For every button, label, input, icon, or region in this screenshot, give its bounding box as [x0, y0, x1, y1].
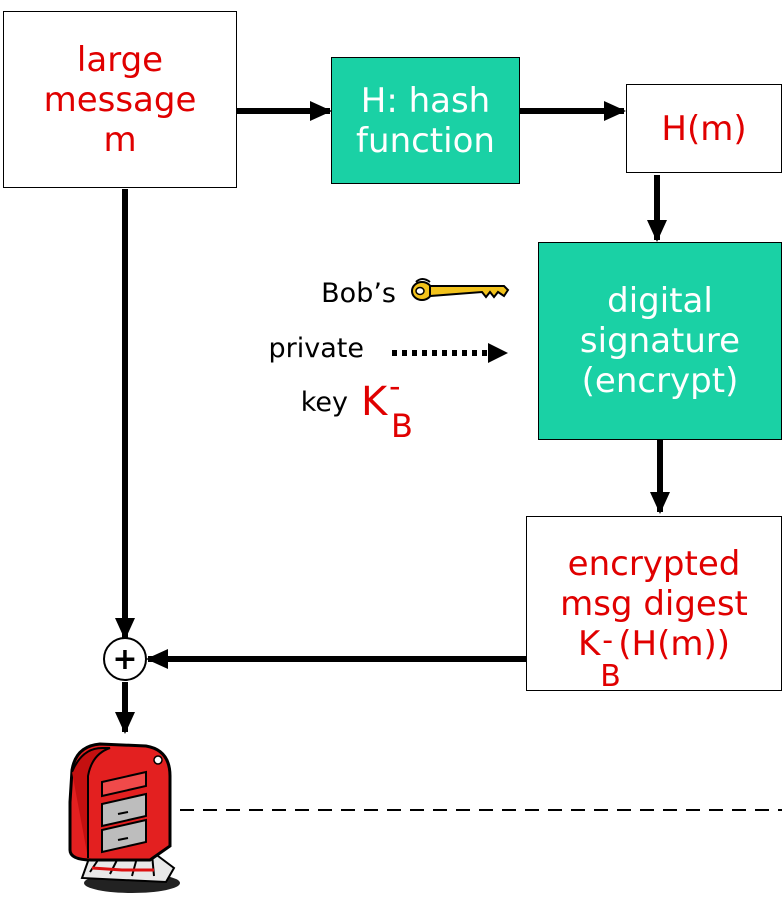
key-label-line-1: Bob’s — [321, 278, 396, 309]
key-icon — [411, 278, 510, 301]
large-message-line-2: message — [43, 79, 197, 120]
hash-output-box: H(m) — [626, 84, 782, 173]
signature-line-2: signature — [579, 321, 741, 361]
digest-line-2: msg digest — [560, 583, 748, 624]
combine-circle — [103, 637, 147, 681]
key-symbol: K - B — [361, 367, 413, 445]
digest-formula-sub: B — [600, 658, 621, 694]
key-label-line-2: private — [268, 333, 364, 364]
hash-output-text: H(m) — [661, 108, 747, 149]
digital-signature-box: digital signature (encrypt) — [538, 242, 782, 440]
encrypted-digest-box: encrypted msg digest K-B(H(m)) — [526, 516, 782, 694]
signature-line-1: digital — [607, 281, 713, 321]
large-message-box: large message m — [3, 11, 237, 188]
combine-symbol: + — [112, 642, 137, 677]
key-symbol-main: K — [361, 379, 388, 425]
mailbox-icon — [68, 742, 180, 893]
digest-line-1: encrypted — [567, 543, 741, 584]
large-message-line-3: m — [103, 119, 137, 160]
hash-function-box: H: hash function — [331, 57, 520, 184]
digest-formula-sup: - — [602, 622, 614, 658]
digest-formula: K-B(H(m)) — [577, 622, 731, 694]
hash-function-line-2: function — [356, 120, 495, 161]
arrow-key-to-signature-head — [488, 343, 508, 363]
signature-line-3: (encrypt) — [581, 361, 739, 401]
hash-function-line-1: H: hash — [360, 80, 491, 121]
key-symbol-sub: B — [391, 407, 413, 445]
digest-formula-rest: (H(m)) — [618, 623, 731, 664]
key-label-line-3: key — [300, 387, 348, 418]
digest-formula-main: K — [577, 623, 601, 664]
key-symbol-sup: - — [389, 367, 401, 405]
large-message-line-1: large — [76, 39, 164, 80]
